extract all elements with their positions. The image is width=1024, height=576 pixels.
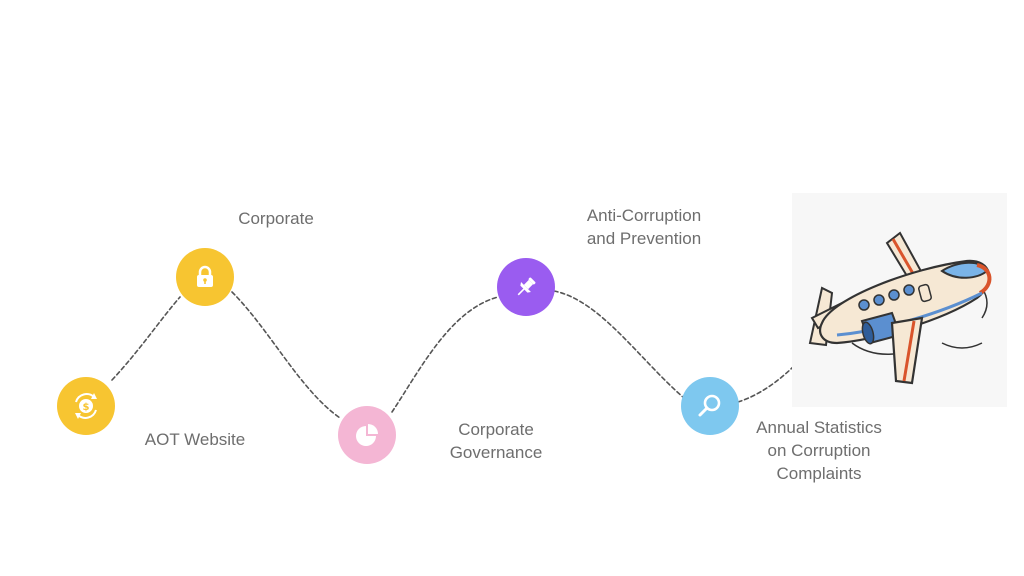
pin-icon (517, 277, 536, 296)
node-aot-website[interactable]: $ (57, 377, 115, 435)
search-icon (698, 394, 721, 417)
node-corporate-governance[interactable] (338, 406, 396, 464)
label-corporate-governance: Corporate Governance (449, 420, 543, 462)
node-corporate[interactable] (176, 248, 234, 306)
node-anti-corruption[interactable] (497, 258, 555, 316)
label-annual-statistics: Annual Statistics on Corruption Complain… (756, 418, 882, 483)
lock-icon (197, 265, 213, 287)
node-annual-statistics[interactable] (681, 377, 739, 435)
airplane-icon (808, 231, 992, 385)
label-anti-corruption: Anti-Corruption and Prevention (586, 206, 702, 248)
airplane-illustration (792, 193, 1007, 407)
label-corporate: Corporate (238, 209, 314, 228)
dollar-cycle-icon: $ (75, 393, 97, 419)
label-aot-website: AOT Website (144, 430, 246, 449)
svg-text:$: $ (83, 402, 90, 413)
pie-chart-icon (356, 424, 378, 446)
